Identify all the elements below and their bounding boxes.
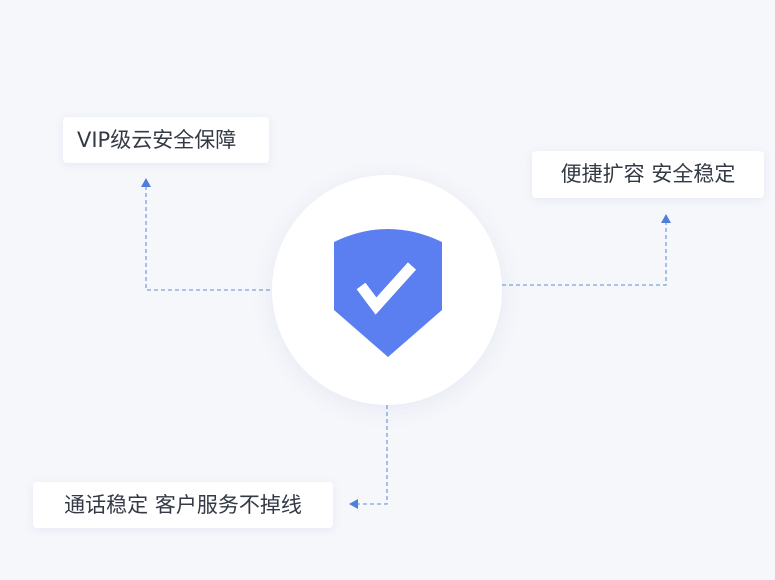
call-stable-label: 通话稳定 客户服务不掉线 xyxy=(64,492,302,517)
connector-expand xyxy=(502,222,667,286)
vip-security-label: VIP级云安全保障 xyxy=(77,127,237,152)
expand-stable-card: 便捷扩容 安全稳定 xyxy=(532,151,764,198)
arrow-up-expand-icon xyxy=(661,214,671,223)
arrow-left-call-icon xyxy=(349,499,358,509)
arrow-up-vip-icon xyxy=(141,178,151,187)
connector-call xyxy=(357,405,388,505)
shield-check-icon xyxy=(334,229,442,357)
vip-security-card: VIP级云安全保障 xyxy=(63,117,269,163)
call-stable-card: 通话稳定 客户服务不掉线 xyxy=(33,482,333,528)
expand-stable-label: 便捷扩容 安全稳定 xyxy=(560,162,736,186)
connector-vip xyxy=(145,186,270,291)
